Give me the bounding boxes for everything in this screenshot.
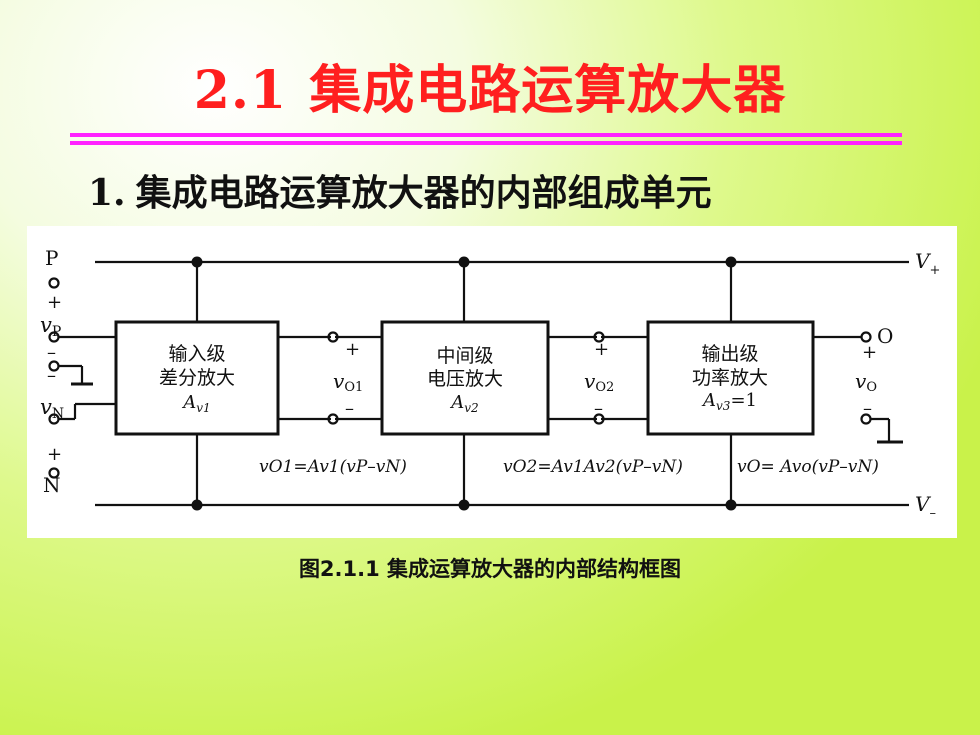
block1-line2: 差分放大 <box>159 367 235 389</box>
block2-line1: 中间级 <box>436 345 493 367</box>
block2-gain: Av2 <box>449 392 478 415</box>
middle-stage-block <box>380 320 550 436</box>
title-number: 2.1 <box>193 60 288 121</box>
section-heading: 1.集成电路运算放大器的内部组成单元 <box>88 164 712 216</box>
figure-caption: 图2.1.1 集成运算放大器的内部结构框图 <box>298 557 682 581</box>
label-vo2: vO2 <box>584 369 614 395</box>
block3-line2: 功率放大 <box>692 367 768 389</box>
svg-text:+: + <box>47 444 62 465</box>
svg-text:–: – <box>47 342 56 363</box>
block1-line1: 输入级 <box>168 343 225 365</box>
section-text: 集成电路运算放大器的内部组成单元 <box>135 173 712 214</box>
label-o: O <box>877 324 893 348</box>
svg-text:–: – <box>594 398 603 419</box>
svg-text:–: – <box>345 398 354 419</box>
section-number: 1. <box>88 172 126 214</box>
label-vo1: vO1 <box>333 369 363 395</box>
label-vminus: V– <box>915 492 936 521</box>
title-divider-top <box>70 133 902 137</box>
block3-line1: 输出级 <box>701 343 758 365</box>
input-stage-block <box>114 320 280 436</box>
block3-gain: Av3=1 <box>701 390 757 413</box>
title-divider-bottom <box>70 141 902 145</box>
svg-text:–: – <box>47 365 56 386</box>
slide-title: 2.1 集成电路运算放大器 <box>0 48 980 123</box>
label-p: P <box>45 246 58 270</box>
p-terminal <box>48 277 60 289</box>
svg-text:+: + <box>47 292 62 313</box>
o-terminal <box>860 331 872 343</box>
label-vp: vP <box>40 313 61 340</box>
svg-text:+: + <box>862 342 877 363</box>
block2-line2: 电压放大 <box>427 368 503 390</box>
title-text: 集成电路运算放大器 <box>309 61 787 121</box>
svg-text:–: – <box>863 398 872 419</box>
n-terminal <box>48 467 60 479</box>
op-amp-block-diagram: P + vP – – vN + N V+ V– O 输入级 差分放大 Av1 中… <box>40 246 940 521</box>
block1-gain: Av1 <box>181 392 210 415</box>
output-stage-block <box>646 320 815 436</box>
svg-text:+: + <box>594 339 609 360</box>
equation-stage2: vO2=Av1Av2(vP–vN) <box>503 457 683 477</box>
block-diagram: P + vP – – vN + N V+ V– O 输入级 差分放大 Av1 中… <box>27 226 957 538</box>
equation-output: vO= Avo(vP–vN) <box>737 457 879 477</box>
label-vn: vN <box>40 395 64 422</box>
label-vo: vO <box>855 369 877 395</box>
label-vplus: V+ <box>915 249 940 278</box>
label-n: N <box>43 473 61 497</box>
equation-stage1: vO1=Av1(vP–vN) <box>259 457 407 477</box>
svg-text:+: + <box>345 339 360 360</box>
